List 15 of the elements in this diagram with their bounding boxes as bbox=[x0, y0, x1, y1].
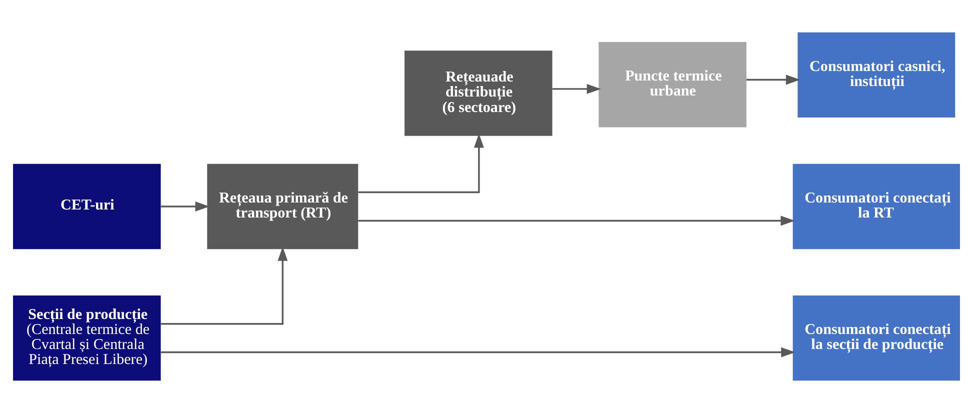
node-box: Consumatori casnici, instituții bbox=[798, 32, 956, 118]
arrow bbox=[552, 83, 602, 94]
node-box: Secții de producție (Centrale termice de Cvartal și Centrala Piața Presei Libere) bbox=[13, 294, 161, 380]
arrow bbox=[160, 346, 796, 357]
arrow bbox=[160, 201, 210, 211]
node-box: Rețeaua primară de transport (RT) bbox=[207, 163, 358, 249]
arrow bbox=[358, 133, 484, 193]
node-box: Consumatori conectați la RT bbox=[792, 163, 960, 249]
node-box: Rețeauade distribuție (6 sectoare) bbox=[404, 50, 552, 136]
arrow bbox=[160, 246, 288, 324]
node-box: Consumatori conectați la secții de producție bbox=[792, 294, 960, 380]
arrow bbox=[358, 215, 795, 226]
node-box: Puncte termice urbane bbox=[598, 42, 746, 127]
arrow bbox=[746, 74, 800, 84]
node-box: CET-uri bbox=[13, 163, 161, 249]
